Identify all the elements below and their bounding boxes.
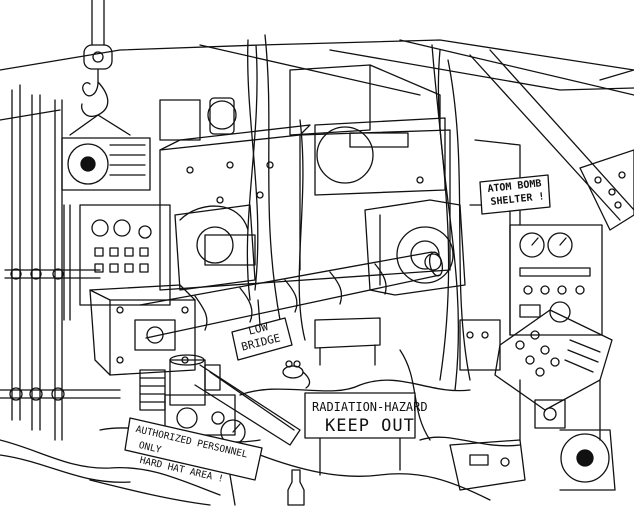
room-structure xyxy=(0,39,634,121)
magnet-left xyxy=(174,204,256,291)
mouse-icon xyxy=(282,360,311,389)
diagonal-beam xyxy=(469,49,634,231)
crane-hook-icon xyxy=(69,0,131,136)
sign-radiation-hazard xyxy=(304,392,416,476)
control-panel-left xyxy=(63,204,171,321)
main-cabinet xyxy=(159,64,451,291)
sign-authorized-personnel xyxy=(124,417,263,506)
lower-right-devices xyxy=(449,399,616,491)
suspended-device xyxy=(61,137,151,191)
sign-atom-bomb-shelter xyxy=(479,174,551,215)
lab-table xyxy=(314,317,501,371)
bottle-icon xyxy=(287,469,305,506)
tilted-console xyxy=(494,309,613,441)
right-instrument-rack xyxy=(469,139,603,336)
sign-low-bridge xyxy=(231,299,293,361)
ramp xyxy=(194,364,301,446)
radiation-hazard-line1: RADIATION-HAZARD xyxy=(312,400,428,414)
radiation-hazard-line2: KEEP OUT xyxy=(325,416,415,436)
accelerator-end-block xyxy=(89,284,196,376)
